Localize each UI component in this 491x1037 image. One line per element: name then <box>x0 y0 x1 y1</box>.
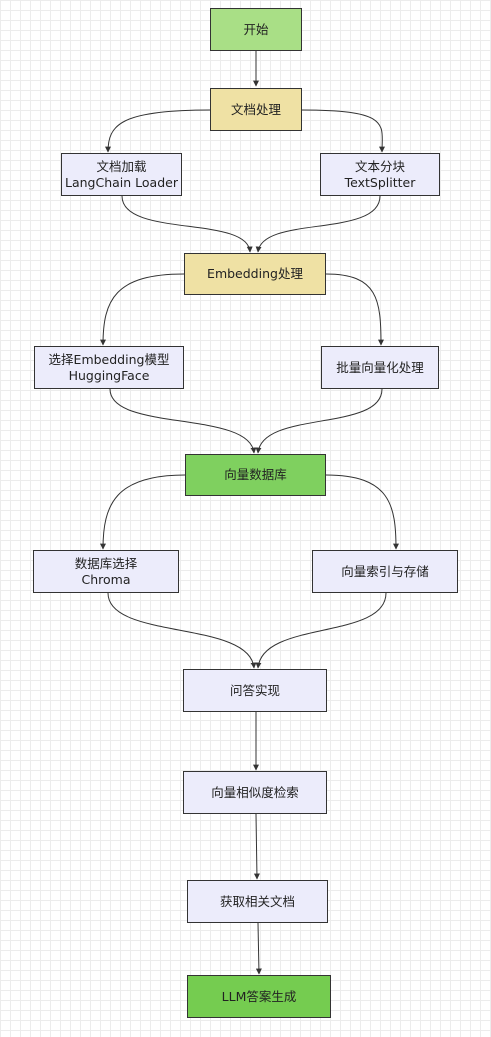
node-text-split: 文本分块 TextSplitter <box>320 153 440 196</box>
edge-embedding-to-model <box>100 273 185 346</box>
node-doc-loader-line1: 文档加载 <box>96 158 147 174</box>
edge-doc-processing-to-loader <box>105 109 211 153</box>
node-doc-processing: 文档处理 <box>210 88 302 131</box>
edge-db-select-to-qa <box>107 592 257 669</box>
node-embedding-processing-label: Embedding处理 <box>207 266 303 281</box>
node-choose-model: 选择Embedding模型 HuggingFace <box>34 346 184 389</box>
node-start: 开始 <box>210 8 302 51</box>
node-db-select-line2: Chroma <box>81 571 131 587</box>
node-qa-impl-label: 问答实现 <box>229 682 280 698</box>
node-choose-model-line2: HuggingFace <box>68 367 150 383</box>
node-doc-loader: 文档加载 LangChain Loader <box>61 153 182 196</box>
edge-docs-to-llm <box>255 922 262 975</box>
edge-splitter-to-embedding <box>255 195 381 253</box>
edge-doc-processing-to-splitter <box>301 109 386 153</box>
node-qa-impl: 问答实现 <box>183 669 327 712</box>
node-vector-db: 向量数据库 <box>185 454 326 496</box>
node-get-docs: 获取相关文档 <box>187 880 328 923</box>
node-index-store: 向量索引与存储 <box>312 550 458 593</box>
node-llm-generate: LLM答案生成 <box>187 975 331 1018</box>
node-doc-loader-line2: LangChain Loader <box>65 174 178 190</box>
edge-search-to-docs <box>253 813 260 880</box>
node-text-split-line1: 文本分块 <box>354 158 405 174</box>
edge-model-to-vector-db <box>109 388 257 454</box>
node-embedding-processing: Embedding处理 <box>184 253 326 295</box>
node-similarity-search-label: 向量相似度检索 <box>211 784 299 800</box>
node-doc-processing-label: 文档处理 <box>230 101 281 117</box>
node-text-split-line2: TextSplitter <box>344 174 416 190</box>
node-similarity-search: 向量相似度检索 <box>183 771 327 814</box>
edge-loader-to-embedding <box>121 195 253 253</box>
node-choose-model-line1: 选择Embedding模型 <box>48 351 170 367</box>
node-batch-vectorize: 批量向量化处理 <box>321 346 439 389</box>
edge-embedding-to-batch <box>325 273 384 346</box>
edge-batch-to-vector-db <box>255 388 383 454</box>
node-start-label: 开始 <box>243 21 269 37</box>
node-db-select: 数据库选择 Chroma <box>33 550 179 593</box>
edge-vector-db-to-index <box>325 474 399 550</box>
node-batch-vectorize-label: 批量向量化处理 <box>336 359 424 375</box>
edge-vector-db-to-db-select <box>100 474 186 550</box>
node-vector-db-label: 向量数据库 <box>224 467 287 482</box>
node-llm-generate-label: LLM答案生成 <box>221 988 297 1004</box>
node-get-docs-label: 获取相关文档 <box>219 893 295 909</box>
edge-index-to-qa <box>255 592 387 669</box>
node-index-store-label: 向量索引与存储 <box>341 563 429 579</box>
node-db-select-line1: 数据库选择 <box>74 555 138 571</box>
